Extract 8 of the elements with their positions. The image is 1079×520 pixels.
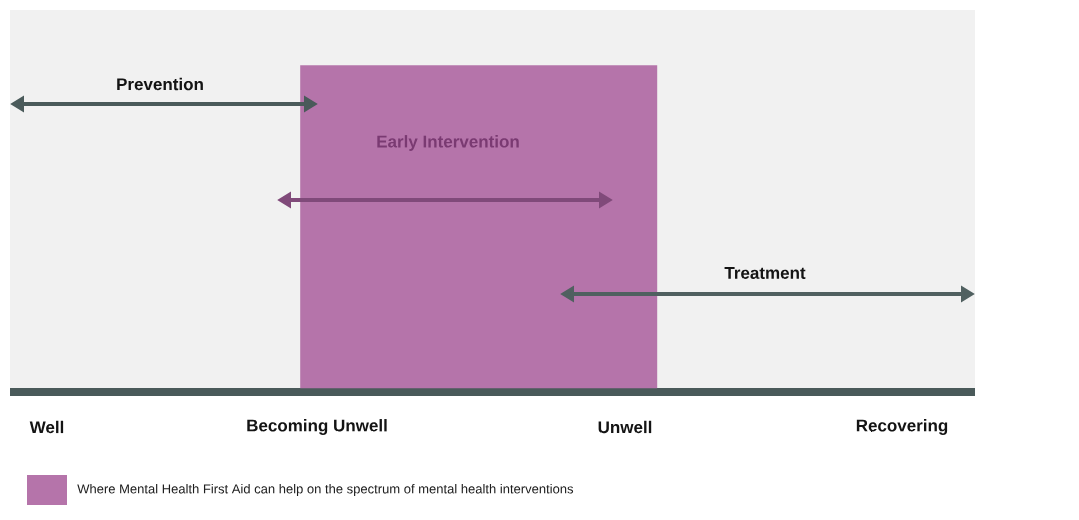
- range-label: Unwell: [598, 420, 652, 434]
- range-label: Recovering: [856, 419, 948, 435]
- range-label: Prevention: [117, 77, 203, 91]
- range-label: Becoming Unwell: [247, 419, 387, 435]
- legend-text: Where Mental Health First Aid can help on the spectrum of mental health interventions: [77, 483, 574, 497]
- range-label: Well: [29, 420, 64, 434]
- intervention-region: Early Intervention: [300, 65, 658, 389]
- range-label: Treatment: [724, 267, 806, 279]
